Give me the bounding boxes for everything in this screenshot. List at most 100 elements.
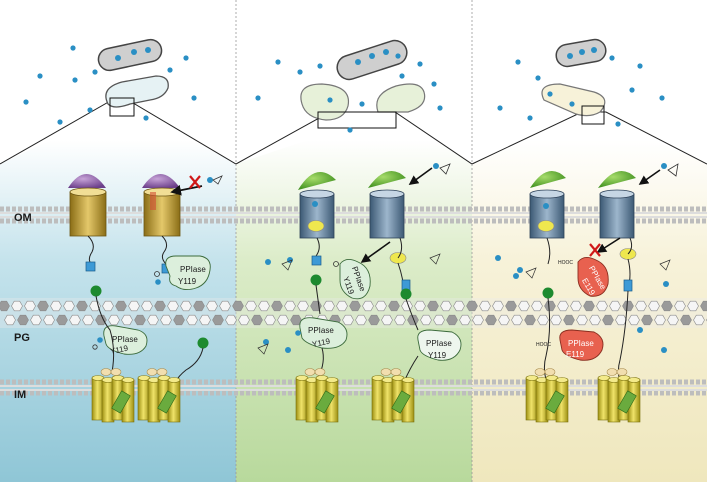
pg-hexagon xyxy=(129,301,140,311)
pg-hexagon xyxy=(44,315,55,325)
im-cap xyxy=(111,369,121,376)
pg-hexagon xyxy=(168,301,179,311)
im-cylinder-top xyxy=(402,378,414,383)
pg-hexagon xyxy=(649,301,660,311)
pg-hexagon xyxy=(538,315,549,325)
im-cap xyxy=(545,369,555,376)
pg-hexagon xyxy=(603,315,614,325)
pg-hexagon xyxy=(70,315,81,325)
pg-hexagon xyxy=(155,301,166,311)
pg-hexagon xyxy=(77,301,88,311)
pg-hexagon xyxy=(532,301,543,311)
pg-hexagon xyxy=(688,301,699,311)
pg-hexagon xyxy=(337,301,348,311)
pg-hexagon xyxy=(389,301,400,311)
pg-hexagon xyxy=(480,301,491,311)
pg-hexagon xyxy=(681,315,692,325)
pg-hexagon xyxy=(116,301,127,311)
pg-hexagon xyxy=(233,301,244,311)
pg-hexagon xyxy=(584,301,595,311)
pg-hexagon xyxy=(246,301,257,311)
peptidoglycan-layer xyxy=(0,298,707,328)
pg-hexagon xyxy=(395,315,406,325)
ppiase-label: PPIase xyxy=(308,326,334,335)
pg-hexagon xyxy=(454,301,465,311)
pg-hexagon xyxy=(610,301,621,311)
pg-hexagon xyxy=(18,315,29,325)
pg-hexagon xyxy=(12,301,23,311)
pg-label: PG xyxy=(14,332,30,344)
im-cap xyxy=(305,369,315,376)
pg-hexagon xyxy=(421,315,432,325)
pg-hexagon xyxy=(103,301,114,311)
pg-hexagon xyxy=(616,315,627,325)
pg-hexagon xyxy=(181,301,192,311)
pg-hexagon xyxy=(629,315,640,325)
pg-hexagon xyxy=(623,301,634,311)
im-label: IM xyxy=(14,389,26,401)
pg-hexagon xyxy=(161,315,172,325)
im-cap xyxy=(381,369,391,376)
pg-hexagon xyxy=(272,301,283,311)
im-cylinder-top xyxy=(326,378,338,383)
green-bead xyxy=(91,286,102,297)
im-cap xyxy=(147,369,157,376)
green-bead xyxy=(401,289,412,300)
pg-hexagon xyxy=(473,315,484,325)
im-cap xyxy=(535,369,545,376)
pg-hexagon xyxy=(415,301,426,311)
pg-hexagon xyxy=(148,315,159,325)
im-cap xyxy=(157,369,167,376)
pg-hexagon xyxy=(668,315,679,325)
im-cylinder-top xyxy=(168,378,180,383)
pg-hexagon xyxy=(636,301,647,311)
im-cap xyxy=(101,369,111,376)
pg-hexagon xyxy=(239,315,250,325)
ppiase-label: PPIase xyxy=(112,335,138,344)
pg-hexagon xyxy=(545,301,556,311)
im-cylinder-top xyxy=(628,378,640,383)
zoom-wedge-cover xyxy=(0,0,707,164)
pg-hexagon xyxy=(551,315,562,325)
pg-hexagon xyxy=(564,315,575,325)
ppiase-label: PPIase xyxy=(568,339,594,348)
pg-hexagon xyxy=(460,315,471,325)
pg-hexagon xyxy=(350,301,361,311)
pg-hexagon xyxy=(441,301,452,311)
pg-hexagon xyxy=(324,301,335,311)
pg-hexagon xyxy=(590,315,601,325)
green-bead xyxy=(543,288,554,299)
pg-hexagon xyxy=(285,301,296,311)
pg-hexagon xyxy=(577,315,588,325)
pg-hexagon xyxy=(265,315,276,325)
pg-hexagon xyxy=(31,315,42,325)
im-cap xyxy=(391,369,401,376)
ppiase-label: PPIase xyxy=(426,339,452,348)
ppiase-residue: E119 xyxy=(566,350,585,359)
im-cap xyxy=(617,369,627,376)
green-bead xyxy=(311,275,322,286)
pg-hexagon xyxy=(525,315,536,325)
pg-hexagon xyxy=(597,301,608,311)
pg-hexagon xyxy=(512,315,523,325)
pg-hexagon xyxy=(122,315,133,325)
pg-hexagon xyxy=(467,301,478,311)
pg-hexagon xyxy=(278,315,289,325)
pg-hexagon xyxy=(675,301,686,311)
pg-hexagon xyxy=(213,315,224,325)
pg-hexagon xyxy=(434,315,445,325)
pg-hexagon xyxy=(343,315,354,325)
pg-hexagon xyxy=(356,315,367,325)
pg-hexagon xyxy=(38,301,49,311)
pg-hexagon xyxy=(5,315,16,325)
pg-hexagon xyxy=(382,315,393,325)
pg-hexagon xyxy=(506,301,517,311)
pg-hexagon xyxy=(558,301,569,311)
pg-hexagon xyxy=(142,301,153,311)
pg-hexagon xyxy=(655,315,666,325)
pg-hexagon xyxy=(207,301,218,311)
pg-hexagon xyxy=(135,315,146,325)
pg-hexagon xyxy=(369,315,380,325)
pg-hexagon xyxy=(259,301,270,311)
